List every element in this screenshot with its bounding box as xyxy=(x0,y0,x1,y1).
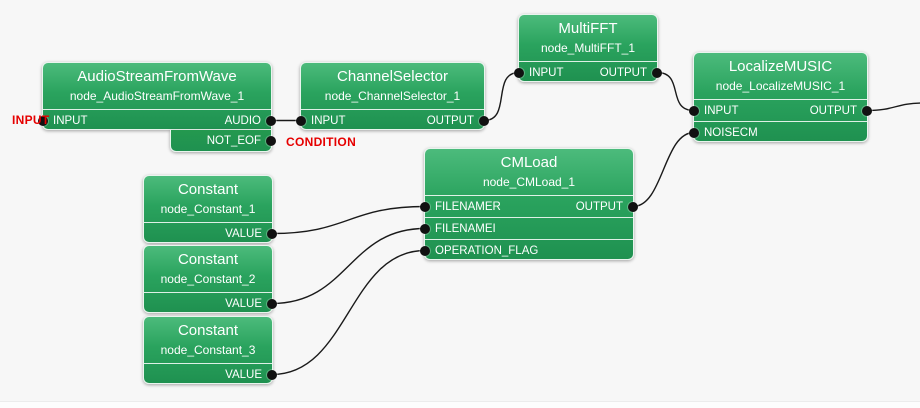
node-audiostreamfromwave[interactable]: AudioStreamFromWave node_AudioStreamFrom… xyxy=(38,62,276,131)
node-constant-1[interactable]: Constant node_Constant_1 VALUE xyxy=(143,175,277,244)
wire-cs-OUTPUT-to-mfft-INPUT[interactable] xyxy=(483,71,520,122)
output-port-dot[interactable] xyxy=(267,228,277,239)
condition-marker: CONDITION xyxy=(286,135,357,149)
port-row: NOT_EOF xyxy=(171,130,276,152)
node-title: MultiFFT xyxy=(558,20,618,37)
wire-lm-OUTPUT-to-offscreen[interactable] xyxy=(866,102,920,112)
port-row: INPUT OUTPUT xyxy=(689,99,872,121)
output-port-dot[interactable] xyxy=(652,67,662,78)
node-audiostreamfromwave-noteof-row[interactable]: NOT_EOF xyxy=(170,130,276,152)
node-multifft[interactable]: MultiFFT node_MultiFFT_1 INPUT OUTPUT xyxy=(514,14,662,83)
port-row: INPUT AUDIO xyxy=(38,109,276,131)
port-label-input: INPUT xyxy=(53,114,88,127)
input-port-dot[interactable] xyxy=(420,245,430,256)
output-port-dot[interactable] xyxy=(266,115,276,126)
port-row: INPUT OUTPUT xyxy=(296,109,489,131)
node-title: Constant xyxy=(177,322,239,339)
wire-c2-VALUE-to-cml-FILENAMEI[interactable] xyxy=(271,227,426,305)
port-label-output: OUTPUT xyxy=(575,200,623,213)
node-instance-name: node_MultiFFT_1 xyxy=(540,41,636,55)
output-port-dot[interactable] xyxy=(267,369,277,380)
node-constant-3[interactable]: Constant node_Constant_3 VALUE xyxy=(143,316,277,385)
node-title: AudioStreamFromWave xyxy=(77,68,237,85)
node-title: Constant xyxy=(177,251,239,268)
port-label-operation-flag: OPERATION_FLAG xyxy=(435,244,539,257)
node-instance-name: node_Constant_2 xyxy=(160,272,256,286)
input-port-dot[interactable] xyxy=(514,67,524,78)
port-label-input: INPUT xyxy=(529,66,564,79)
input-port-dot[interactable] xyxy=(689,127,699,138)
node-localizemusic[interactable]: LocalizeMUSIC node_LocalizeMUSIC_1 INPUT… xyxy=(689,52,872,143)
wire-cml-OUTPUT-to-lm-NOISECM[interactable] xyxy=(632,131,695,208)
node-instance-name: node_Constant_1 xyxy=(160,202,256,216)
port-row: VALUE xyxy=(144,292,277,314)
input-port-dot[interactable] xyxy=(38,115,48,126)
port-label-input: INPUT xyxy=(311,114,346,127)
input-port-dot[interactable] xyxy=(420,223,430,234)
port-row: VALUE xyxy=(144,222,277,244)
port-label-output: OUTPUT xyxy=(809,104,857,117)
input-port-dot[interactable] xyxy=(689,105,699,116)
port-label-output: OUTPUT xyxy=(599,66,647,79)
node-title: CMLoad xyxy=(500,154,558,171)
port-label-value: VALUE xyxy=(225,297,262,310)
output-port-dot[interactable] xyxy=(628,201,638,212)
port-row: VALUE xyxy=(144,363,277,385)
wire-mfft-OUTPUT-to-lm-INPUT[interactable] xyxy=(656,71,695,112)
input-port-dot[interactable] xyxy=(420,201,430,212)
node-instance-name: node_CMLoad_1 xyxy=(482,175,576,189)
node-instance-name: node_LocalizeMUSIC_1 xyxy=(715,79,846,93)
node-constant-2[interactable]: Constant node_Constant_2 VALUE xyxy=(143,245,277,314)
wire-c3-VALUE-to-cml-OPERATION_FLAG[interactable] xyxy=(271,249,426,376)
port-label-value: VALUE xyxy=(225,227,262,240)
node-instance-name: node_Constant_3 xyxy=(160,343,256,357)
node-channelselector[interactable]: ChannelSelector node_ChannelSelector_1 I… xyxy=(296,62,489,131)
output-port-dot[interactable] xyxy=(862,105,872,116)
port-label-filenamei: FILENAMEI xyxy=(435,222,496,235)
port-row: FILENAMEI xyxy=(420,217,633,239)
port-label-filenamer: FILENAMER xyxy=(435,200,501,213)
port-row: FILENAMER OUTPUT xyxy=(420,195,638,217)
port-label-value: VALUE xyxy=(225,368,262,381)
canvas-edge xyxy=(0,401,920,408)
output-port-dot[interactable] xyxy=(266,136,276,146)
node-title: LocalizeMUSIC xyxy=(728,58,833,75)
net-input-marker: INPUT xyxy=(12,113,50,127)
port-label-noisecm: NOISECM xyxy=(704,126,758,139)
node-instance-name: node_ChannelSelector_1 xyxy=(324,89,461,103)
port-label-input: INPUT xyxy=(704,104,739,117)
port-row: NOISECM xyxy=(689,121,867,143)
output-port-dot[interactable] xyxy=(479,115,489,126)
node-title: Constant xyxy=(177,181,239,198)
port-label-output: OUTPUT xyxy=(426,114,474,127)
port-label-audio: AUDIO xyxy=(224,114,261,127)
port-row: OPERATION_FLAG xyxy=(420,239,633,261)
node-cmload[interactable]: CMLoad node_CMLoad_1 FILENAMER OUTPUT FI… xyxy=(420,148,638,261)
input-port-dot[interactable] xyxy=(296,115,306,126)
node-instance-name: node_AudioStreamFromWave_1 xyxy=(69,89,245,103)
wire-c1-VALUE-to-cml-FILENAMER[interactable] xyxy=(271,205,426,235)
node-title: ChannelSelector xyxy=(337,68,448,85)
port-row: INPUT OUTPUT xyxy=(514,61,662,83)
output-port-dot[interactable] xyxy=(267,298,277,309)
port-label-not-eof: NOT_EOF xyxy=(206,135,261,147)
